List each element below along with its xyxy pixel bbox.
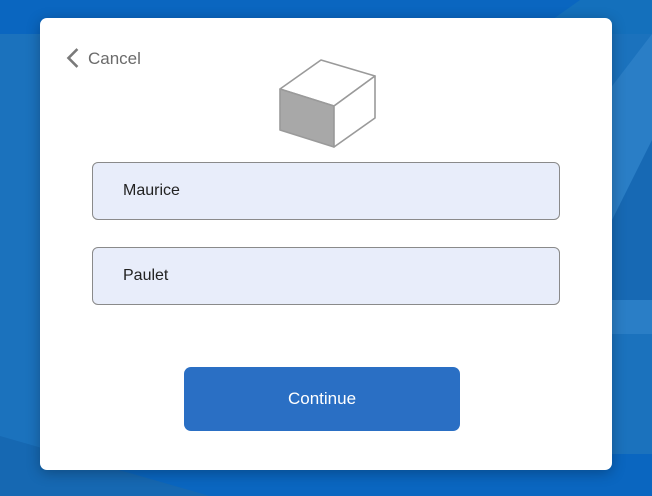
chevron-left-icon	[66, 48, 79, 68]
first-name-field[interactable]	[92, 162, 560, 220]
last-name-field[interactable]	[92, 247, 560, 305]
cube-icon	[279, 59, 376, 148]
name-fields-group	[92, 162, 560, 305]
cancel-label: Cancel	[88, 48, 141, 68]
cancel-button[interactable]: Cancel	[66, 48, 141, 68]
dialog-card: Cancel Continue	[40, 18, 612, 470]
continue-button[interactable]: Continue	[184, 367, 460, 431]
